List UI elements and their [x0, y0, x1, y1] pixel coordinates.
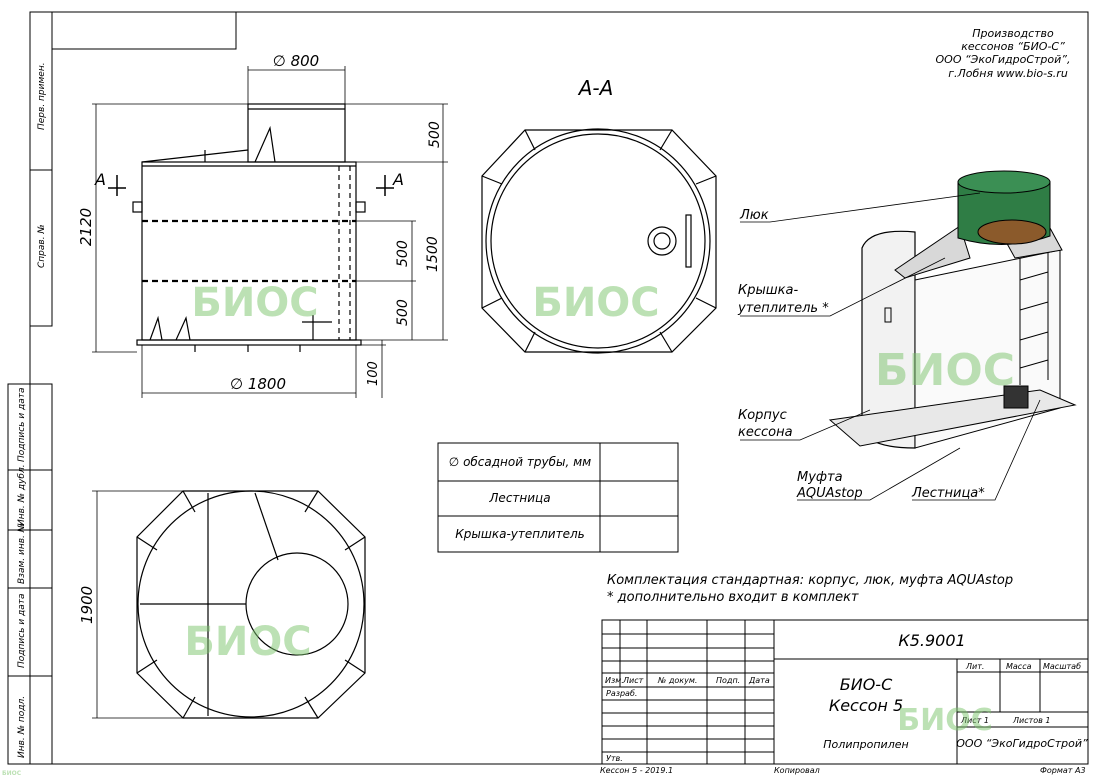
- watermark-logo: БИОС: [875, 345, 1015, 396]
- organization: ООО “ЭкоГидроСтрой”: [956, 737, 1088, 750]
- footer-format: Формат А3: [1040, 766, 1086, 775]
- razrab: Разраб.: [606, 689, 637, 698]
- top-left-stamp: [51, 11, 237, 50]
- side-stamp: [7, 11, 53, 765]
- callout-lid-line2: утеплитель *: [737, 301, 829, 316]
- front-dimensions: [92, 66, 448, 398]
- product-model: Кессон 5: [829, 696, 903, 715]
- section-view: [481, 128, 717, 354]
- dim-body-1500: 1500: [425, 236, 441, 272]
- note-line1: Комплектация стандартная: корпус, люк, м…: [607, 573, 1013, 588]
- side-stamp-label: Инв. № дубл.: [17, 464, 27, 526]
- section-markers: [108, 175, 394, 196]
- masshtab: Масштаб: [1043, 662, 1081, 671]
- isometric-view: [828, 170, 1077, 449]
- plan-dimension: [92, 490, 183, 719]
- watermark-logo: БИОС: [191, 280, 318, 326]
- hdr-list: Лист: [622, 676, 644, 685]
- dim-height-2120: 2120: [77, 208, 95, 246]
- lit: Лит.: [965, 662, 984, 671]
- spec-table: [437, 442, 679, 553]
- company-line: Производство: [972, 27, 1054, 40]
- callout-leaders: [740, 192, 1041, 501]
- callout-body-line2: кессона: [738, 425, 793, 440]
- footer-file: Кессон 5 - 2019.1: [600, 766, 673, 775]
- side-stamp-label: Справ. №: [37, 224, 47, 268]
- watermark-logo: БИОС: [532, 280, 659, 326]
- note-line2: * дополнительно входит в комплект: [607, 590, 859, 605]
- insulating-cover: [977, 219, 1047, 245]
- watermark-logo: БИОС: [897, 703, 993, 738]
- callout-coupling-line2: AQUAstop: [796, 486, 863, 501]
- spec-row-label: Крышка-утеплитель: [455, 527, 584, 541]
- company-header: Производство кессонов “БИО-С” ООО “ЭкоГи…: [936, 27, 1071, 80]
- dim-base-100: 100: [366, 361, 381, 386]
- section-marker-right: А: [392, 170, 404, 189]
- hdr-sign: Подп.: [716, 676, 740, 685]
- plan-view: [136, 490, 366, 719]
- callout-coupling-line1: Муфта: [797, 470, 843, 485]
- dim-diameter-800: ∅ 800: [273, 52, 319, 70]
- company-line: кессонов “БИО-С”: [961, 40, 1065, 53]
- sheet-count: Листов 1: [1012, 716, 1051, 725]
- material: Полипропилен: [823, 738, 908, 751]
- hdr-doc: № докум.: [657, 676, 697, 685]
- callout-body-line1: Корпус: [738, 408, 787, 423]
- front-view: [132, 103, 366, 352]
- aquastop-coupling: [1003, 385, 1029, 409]
- title-block: [601, 619, 1089, 765]
- footer-logo: БИОС: [2, 770, 22, 777]
- sheet-number: Лист 1: [960, 716, 989, 725]
- hdr-date: Дата: [748, 676, 770, 685]
- side-stamp-label: Взам. инв. №: [17, 523, 27, 584]
- product-name: БИО-С: [840, 675, 893, 694]
- dim-band-500: 500: [395, 240, 411, 267]
- massa: Масса: [1006, 662, 1032, 671]
- company-line: г.Лобня www.bio-s.ru: [948, 67, 1068, 80]
- callout-ladder: Лестница*: [911, 486, 985, 501]
- hdr-izm: Изм.: [605, 676, 624, 685]
- spec-row-label: ∅ обсадной трубы, мм: [449, 455, 591, 469]
- company-line: ООО “ЭкоГидроСтрой”,: [936, 53, 1071, 66]
- utv: Утв.: [606, 754, 623, 763]
- section-marker-left: А: [94, 170, 106, 189]
- callout-lid-line1: Крышка-: [738, 283, 798, 298]
- dim-diameter-1800: ∅ 1800: [230, 375, 286, 393]
- spec-row-label: Лестница: [488, 491, 550, 505]
- callout-hatch: Люк: [739, 208, 769, 223]
- side-stamp-label: Перв. примен.: [37, 62, 47, 130]
- watermark-logo: БИОС: [184, 619, 311, 665]
- side-stamp-label: Инв. № подл.: [17, 696, 27, 758]
- dim-band-500: 500: [395, 299, 411, 326]
- side-stamp-label: Подпись и дата: [17, 387, 27, 462]
- dim-plan-1900: 1900: [78, 586, 96, 624]
- section-title: А-А: [577, 76, 614, 100]
- footer-copied: Копировал: [774, 766, 820, 775]
- doc-code: К5.9001: [898, 631, 965, 650]
- side-stamp-label: Подпись и дата: [17, 593, 27, 668]
- dim-neck-500: 500: [427, 121, 443, 148]
